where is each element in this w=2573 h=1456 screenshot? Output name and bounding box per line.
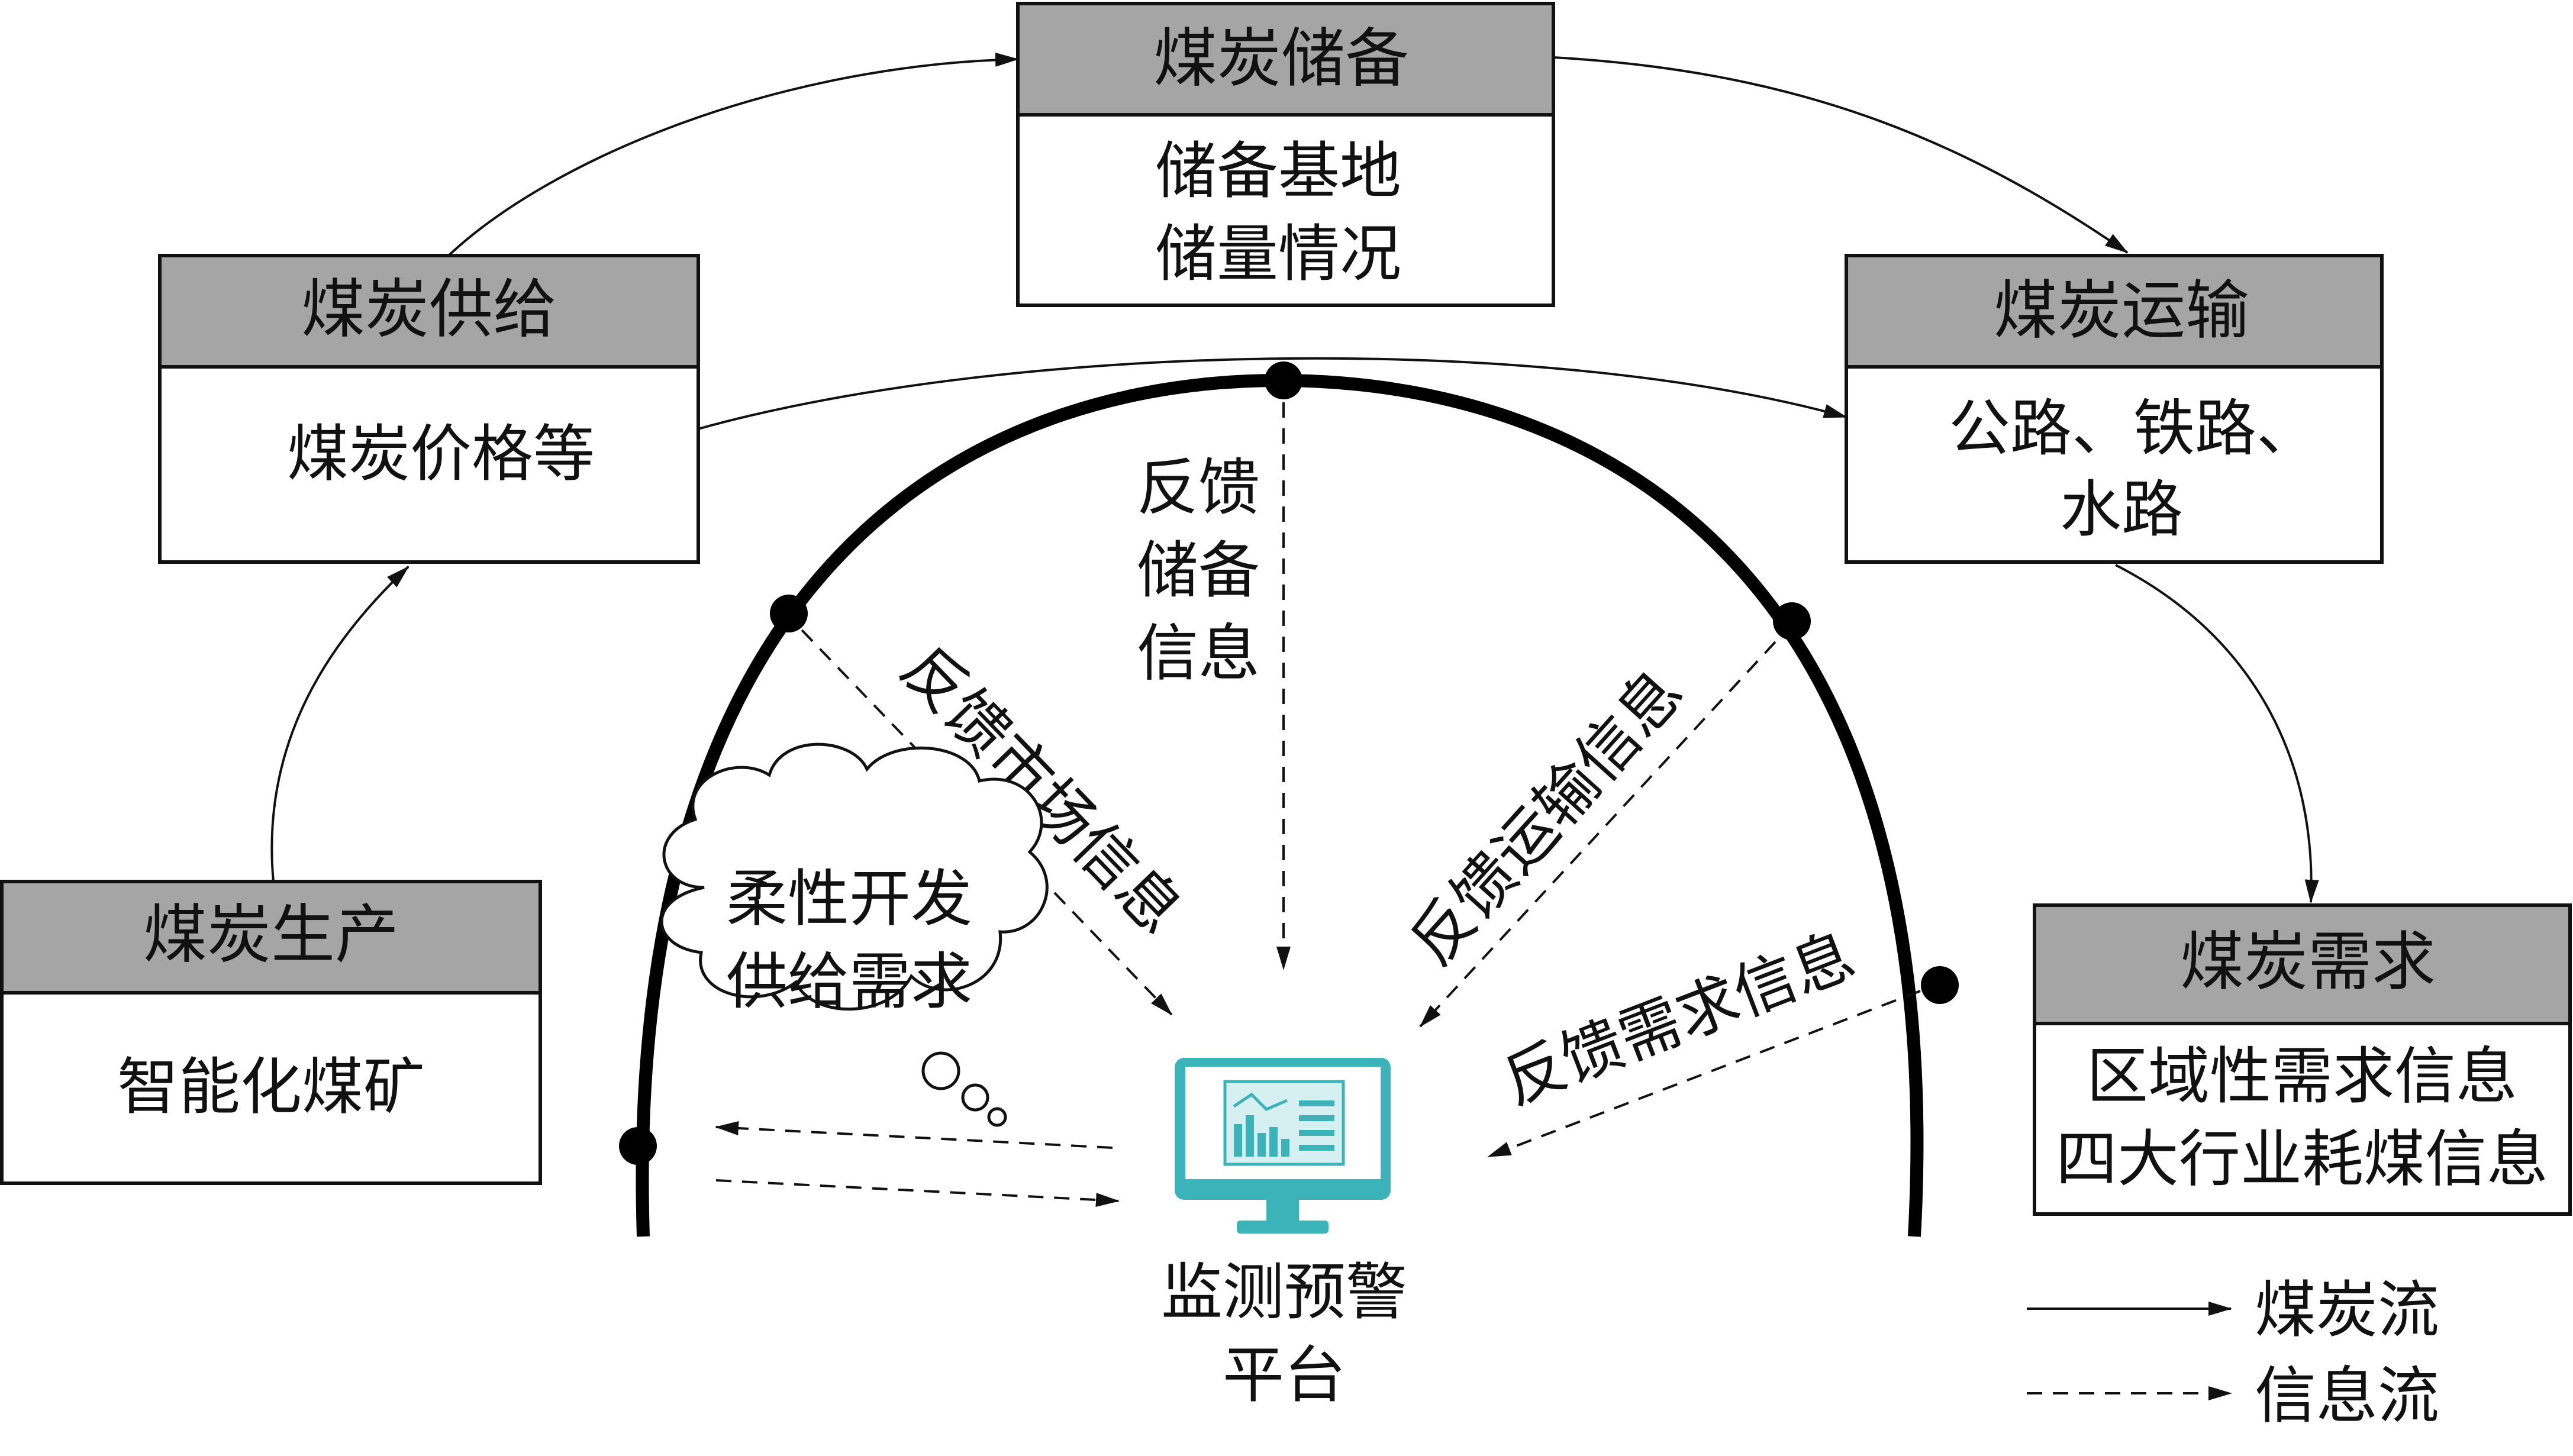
node-storage-line-1: 储备基地 xyxy=(1155,135,1401,207)
coal-flow-storage-to-transport xyxy=(1553,56,2129,254)
monitor-chart-icon xyxy=(1175,1058,1391,1234)
feedback-storage-label: 反馈 储备 信息 xyxy=(1137,451,1260,689)
monitor-chart-line-2 xyxy=(1299,1115,1334,1121)
monitor-chart-bar-4 xyxy=(1269,1127,1278,1157)
node-demand-line-1: 区域性需求信息 xyxy=(2087,1040,2517,1112)
node-production: 煤炭生产 智能化煤矿 xyxy=(0,880,542,1185)
node-supply-line-1: 煤炭价格等 xyxy=(287,418,595,490)
monitor-chart-bar-5 xyxy=(1281,1139,1289,1157)
thought-bubble-small xyxy=(987,1107,1007,1127)
node-transport-line-1: 公路、铁路、 xyxy=(1949,392,2318,464)
node-demand: 煤炭需求 区域性需求信息 四大行业耗煤信息 xyxy=(2033,903,2572,1216)
node-production-line-1: 智能化煤矿 xyxy=(117,1051,425,1123)
node-storage: 煤炭储备 储备基地 储量情况 xyxy=(1016,2,1555,307)
info-flow-production-to-platform xyxy=(715,1179,1120,1208)
monitor-chart-bar-1 xyxy=(1234,1124,1242,1157)
arc-node-transport xyxy=(1773,602,1811,640)
monitor-chart-line-1 xyxy=(1299,1100,1334,1106)
feedback-demand-label: 反馈需求信息 xyxy=(1494,919,1864,1119)
arc-node-production xyxy=(619,1127,657,1165)
monitor-base xyxy=(1237,1221,1329,1234)
node-transport-title: 煤炭运输 xyxy=(1994,274,2249,348)
thought-bubble-medium xyxy=(961,1083,989,1112)
node-demand-title: 煤炭需求 xyxy=(2180,925,2436,999)
platform-label-line-1: 监测预警 xyxy=(1161,1256,1407,1328)
coal-flow-supply-to-storage xyxy=(447,52,1019,257)
info-flow-transport xyxy=(1419,641,1776,1028)
feedback-storage-line-3: 信息 xyxy=(1137,617,1260,689)
coal-flow-transport-to-demand xyxy=(2115,564,2319,903)
coal-flow-production-to-supply xyxy=(270,566,410,882)
thought-cloud-line-1: 柔性开发 xyxy=(726,863,972,935)
arc-node-top xyxy=(1265,361,1302,399)
monitor-chart-bar-3 xyxy=(1258,1133,1266,1157)
feedback-storage-line-1: 反馈 xyxy=(1137,451,1260,524)
thought-cloud: 柔性开发 供给需求 xyxy=(660,742,1049,1127)
info-flow-platform-to-production xyxy=(715,1121,1113,1149)
monitor-chart-line-3 xyxy=(1299,1130,1334,1136)
monitor-chart-line-4 xyxy=(1299,1145,1334,1151)
monitor-neck xyxy=(1266,1200,1299,1223)
node-storage-line-2: 储量情况 xyxy=(1155,218,1401,290)
monitor-chart-trend xyxy=(1233,1092,1288,1111)
feedback-storage-line-2: 储备 xyxy=(1137,534,1260,606)
coal-flow-supply-to-transport xyxy=(698,357,1847,430)
node-storage-title: 煤炭储备 xyxy=(1153,22,1409,96)
legend: 煤炭流 信息流 xyxy=(2027,1274,2439,1432)
thought-cloud-shape xyxy=(660,742,1049,1011)
node-supply-title: 煤炭供给 xyxy=(301,273,557,347)
legend-info-flow-label: 信息流 xyxy=(2255,1360,2439,1432)
node-transport: 煤炭运输 公路、铁路、 水路 xyxy=(1845,254,2384,564)
arc-node-demand xyxy=(1921,966,1959,1004)
thought-cloud-line-2: 供给需求 xyxy=(726,945,972,1018)
feedback-transport-label: 反馈运输信息 xyxy=(1396,656,1697,978)
platform-label-line-2: 平台 xyxy=(1223,1339,1346,1411)
thought-bubble-large xyxy=(921,1051,960,1090)
legend-coal-flow-label: 煤炭流 xyxy=(2255,1274,2439,1346)
node-transport-line-2: 水路 xyxy=(2060,473,2183,545)
node-supply: 煤炭供给 煤炭价格等 xyxy=(158,254,700,564)
arc-node-market xyxy=(770,595,808,632)
node-production-title: 煤炭生产 xyxy=(143,898,399,972)
monitor-chart-bar-2 xyxy=(1246,1115,1254,1157)
node-demand-line-2: 四大行业耗煤信息 xyxy=(2056,1123,2548,1195)
